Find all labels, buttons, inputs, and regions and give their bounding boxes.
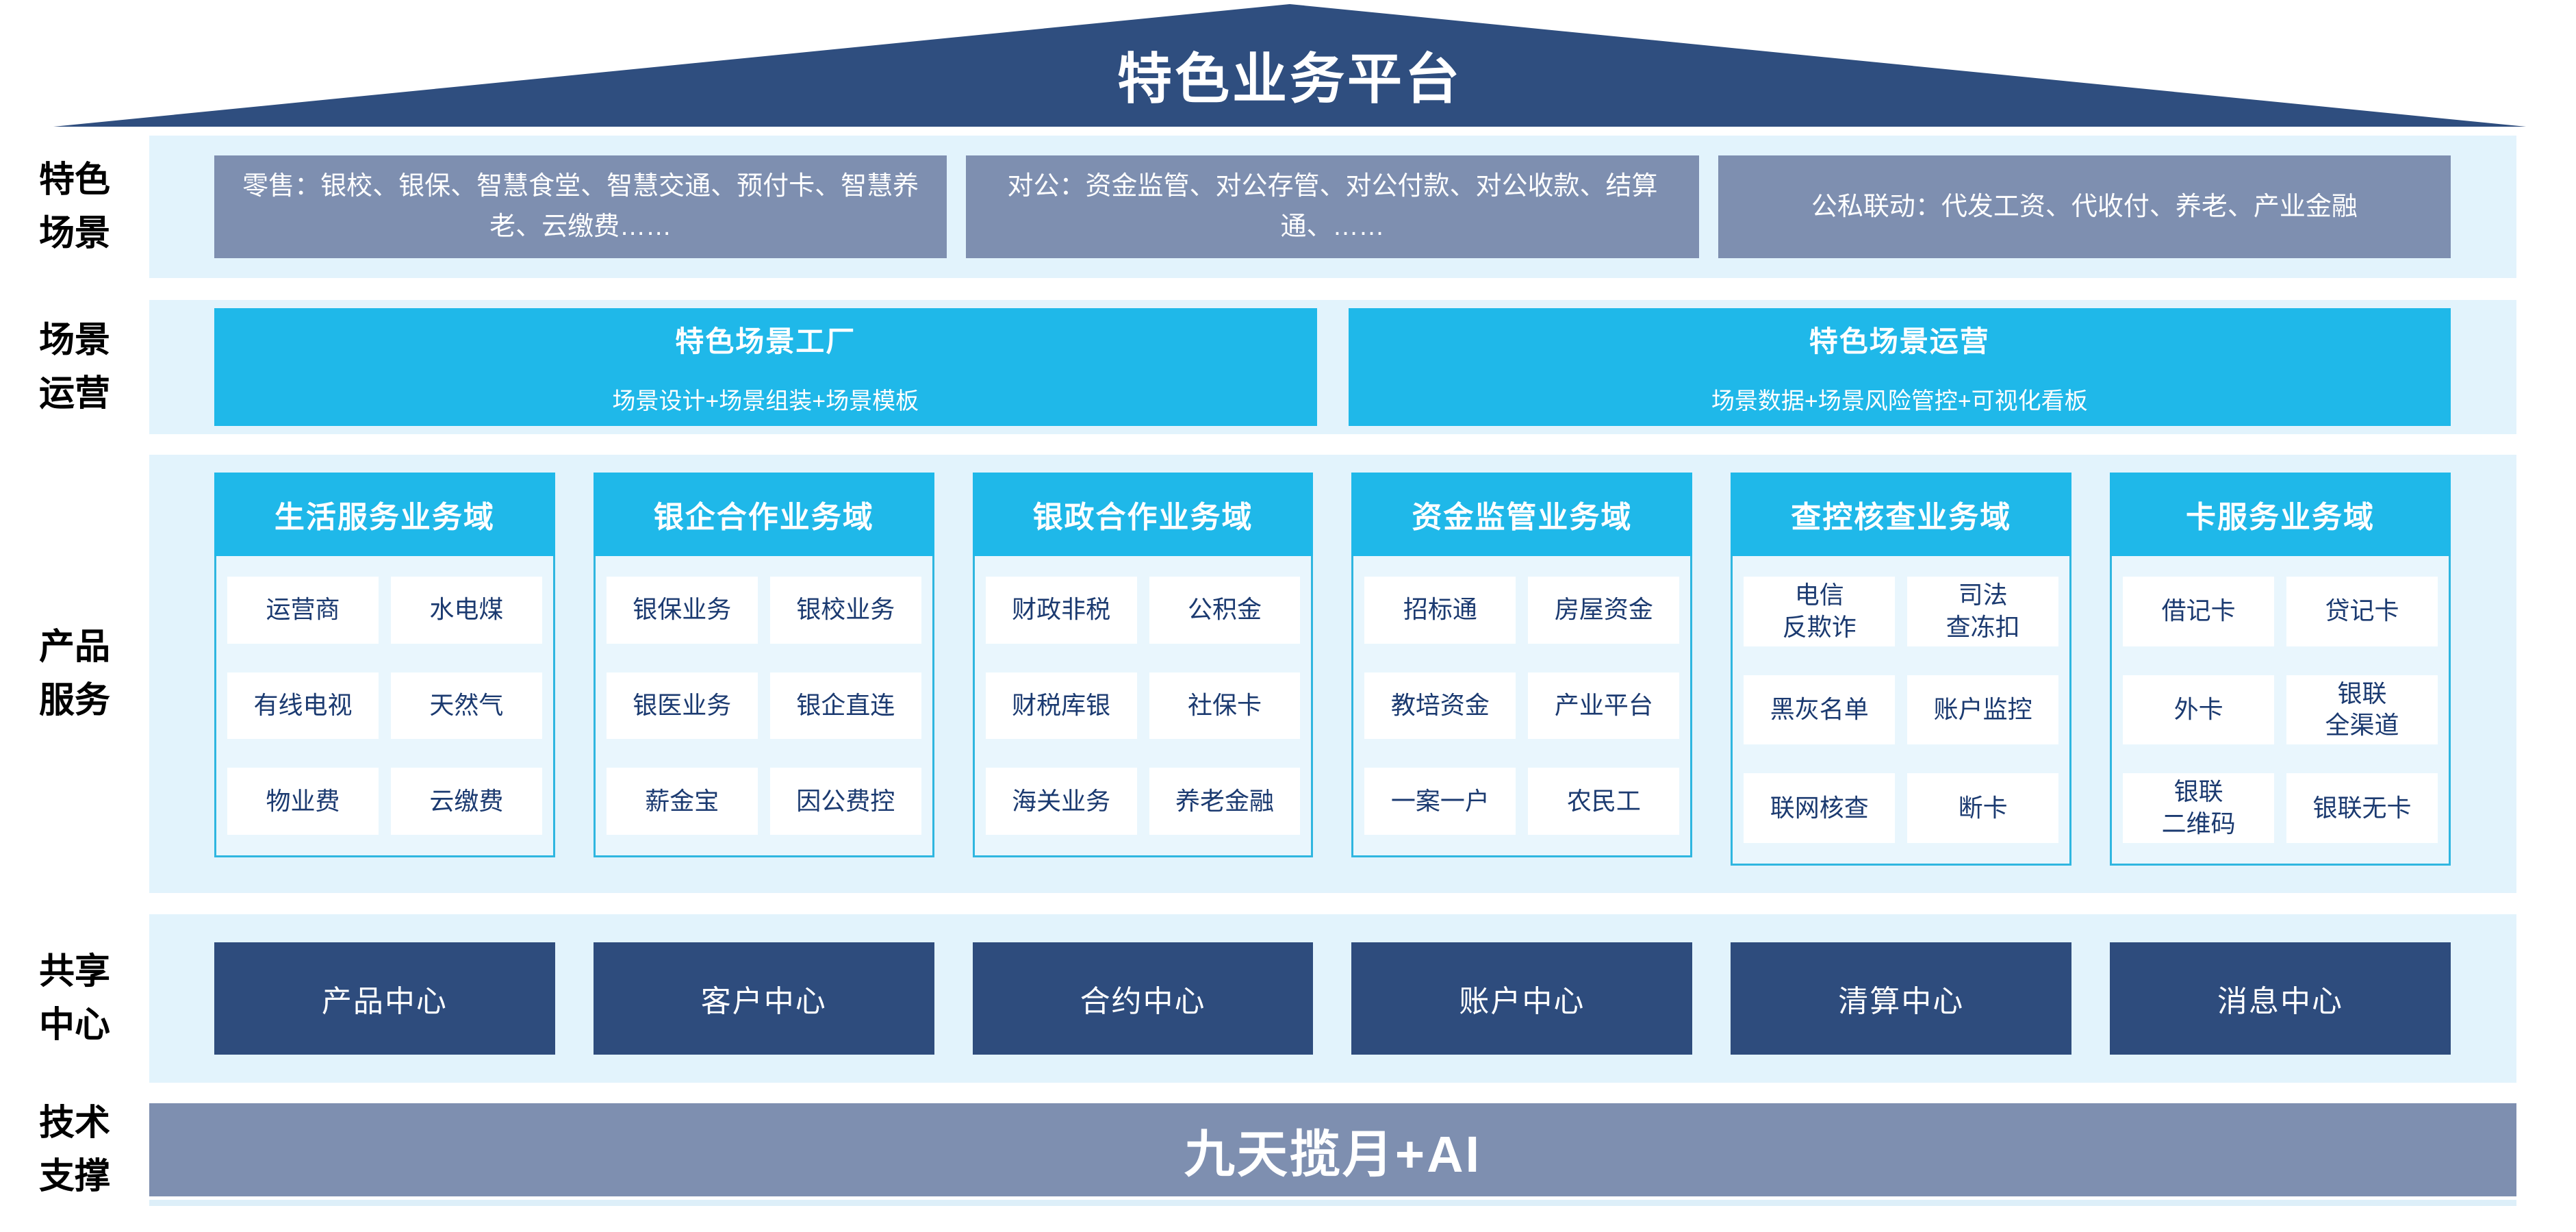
domain-cell: 海关业务 bbox=[985, 768, 1137, 835]
domain-cell: 银联 二维码 bbox=[2123, 773, 2275, 843]
domain-cell: 薪金宝 bbox=[606, 768, 758, 835]
tech-support-bar: 九天揽月+AI bbox=[149, 1103, 2516, 1196]
domain-cell: 电信 反欺诈 bbox=[1744, 577, 1896, 646]
roof-banner: 特色业务平台 bbox=[53, 4, 2526, 127]
row-label-tech: 技术 支撑 bbox=[38, 1103, 110, 1196]
row-label-products: 产品 服务 bbox=[38, 627, 110, 720]
domain-cell: 公积金 bbox=[1149, 577, 1301, 644]
domain-cell: 运营商 bbox=[227, 577, 379, 644]
row-label-shared: 共享 中心 bbox=[38, 952, 110, 1045]
scene-operation-box: 特色场景运营 场景数据+场景风险管控+可视化看板 bbox=[1348, 308, 2451, 426]
domain-body: 银保业务 银校业务 银医业务 银企直连 薪金宝 因公费控 bbox=[593, 556, 934, 857]
domain-body: 电信 反欺诈 司法 查冻扣 黑灰名单 账户监控 联网核查 断卡 bbox=[1731, 556, 2072, 866]
center-box-contract: 合约中心 bbox=[972, 942, 1314, 1055]
domain-cell: 养老金融 bbox=[1149, 768, 1301, 835]
domain-cell: 借记卡 bbox=[2123, 577, 2275, 646]
domain-cell: 黑灰名单 bbox=[1744, 675, 1896, 745]
domain-cell: 天然气 bbox=[390, 672, 542, 740]
domain-cell: 一案一户 bbox=[1364, 768, 1516, 835]
operation-band: 特色场景工厂 场景设计+场景组装+场景模板 特色场景运营 场景数据+场景风险管控… bbox=[149, 300, 2516, 434]
domain-cell: 有线电视 bbox=[227, 672, 379, 740]
scene-band: 零售：银校、银保、智慧食堂、智慧交通、预付卡、智慧养老、云缴费…… 对公：资金监… bbox=[149, 136, 2516, 278]
domain-header: 银企合作业务域 bbox=[593, 473, 934, 556]
scene-factory-subtitle: 场景设计+场景组装+场景模板 bbox=[612, 388, 919, 414]
domain-body: 运营商 水电煤 有线电视 天然气 物业费 云缴费 bbox=[214, 556, 555, 857]
shared-centers-band: 产品中心 客户中心 合约中心 账户中心 清算中心 消息中心 bbox=[149, 914, 2516, 1083]
domain-cell: 银企直连 bbox=[769, 672, 921, 740]
domain-column-bank-enterprise: 银企合作业务域 银保业务 银校业务 银医业务 银企直连 薪金宝 因公费控 bbox=[593, 473, 934, 857]
domain-cell: 因公费控 bbox=[769, 768, 921, 835]
scene-box-corporate: 对公：资金监管、对公存管、对公付款、对公收款、结算通、…… bbox=[966, 155, 1699, 258]
domain-header: 查控核查业务域 bbox=[1731, 473, 2072, 556]
scene-operation-title: 特色场景运营 bbox=[1809, 325, 1990, 357]
domain-body: 财政非税 公积金 财税库银 社保卡 海关业务 养老金融 bbox=[972, 556, 1314, 857]
domain-cell: 物业费 bbox=[227, 768, 379, 835]
row-label-operation: 场景 运营 bbox=[38, 320, 110, 414]
domain-header: 生活服务业务域 bbox=[214, 473, 555, 556]
domain-header: 卡服务业务域 bbox=[2110, 473, 2451, 556]
scene-factory-title: 特色场景工厂 bbox=[675, 325, 856, 357]
center-box-account: 账户中心 bbox=[1351, 942, 1693, 1055]
domain-cell: 房屋资金 bbox=[1528, 577, 1680, 644]
center-box-customer: 客户中心 bbox=[593, 942, 934, 1055]
domain-column-fund-supervision: 资金监管业务域 招标通 房屋资金 教培资金 产业平台 一案一户 农民工 bbox=[1351, 473, 1693, 857]
domain-column-inquiry-control: 查控核查业务域 电信 反欺诈 司法 查冻扣 黑灰名单 账户监控 联网核查 断卡 bbox=[1731, 473, 2072, 866]
domain-body: 招标通 房屋资金 教培资金 产业平台 一案一户 农民工 bbox=[1351, 556, 1693, 857]
scene-box-public-private: 公私联动：代发工资、代收付、养老、产业金融 bbox=[1718, 155, 2451, 258]
domain-cell: 社保卡 bbox=[1149, 672, 1301, 740]
domain-column-life-services: 生活服务业务域 运营商 水电煤 有线电视 天然气 物业费 云缴费 bbox=[214, 473, 555, 857]
domain-body: 借记卡 贷记卡 外卡 银联 全渠道 银联 二维码 银联无卡 bbox=[2110, 556, 2451, 866]
domain-cell: 财税库银 bbox=[985, 672, 1137, 740]
center-box-clearing: 清算中心 bbox=[1731, 942, 2072, 1055]
domain-cell: 教培资金 bbox=[1364, 672, 1516, 740]
scene-factory-box: 特色场景工厂 场景设计+场景组装+场景模板 bbox=[214, 308, 1317, 426]
center-box-product: 产品中心 bbox=[214, 942, 555, 1055]
domain-cell: 贷记卡 bbox=[2286, 577, 2438, 646]
products-band: 生活服务业务域 运营商 水电煤 有线电视 天然气 物业费 云缴费 银企合作业务域… bbox=[149, 455, 2516, 893]
domain-cell: 云缴费 bbox=[390, 768, 542, 835]
domain-cell: 银保业务 bbox=[606, 577, 758, 644]
domain-cell: 银校业务 bbox=[769, 577, 921, 644]
domain-cell: 联网核查 bbox=[1744, 773, 1896, 843]
domain-header: 资金监管业务域 bbox=[1351, 473, 1693, 556]
domain-cell: 招标通 bbox=[1364, 577, 1516, 644]
scene-box-retail: 零售：银校、银保、智慧食堂、智慧交通、预付卡、智慧养老、云缴费…… bbox=[214, 155, 947, 258]
bottom-accent-strip bbox=[149, 1200, 2516, 1206]
domain-cell: 银联 全渠道 bbox=[2286, 675, 2438, 745]
domain-cell: 农民工 bbox=[1528, 768, 1680, 835]
domain-cell: 产业平台 bbox=[1528, 672, 1680, 740]
domain-cell: 水电煤 bbox=[390, 577, 542, 644]
center-box-message: 消息中心 bbox=[2110, 942, 2451, 1055]
row-label-scene: 特色 场景 bbox=[38, 160, 110, 253]
scene-operation-subtitle: 场景数据+场景风险管控+可视化看板 bbox=[1711, 388, 2088, 414]
domain-cell: 外卡 bbox=[2123, 675, 2275, 745]
domain-cell: 断卡 bbox=[1907, 773, 2059, 843]
domain-header: 银政合作业务域 bbox=[972, 473, 1314, 556]
domain-column-card-services: 卡服务业务域 借记卡 贷记卡 外卡 银联 全渠道 银联 二维码 银联无卡 bbox=[2110, 473, 2451, 866]
domain-cell: 财政非税 bbox=[985, 577, 1137, 644]
page-title: 特色业务平台 bbox=[1117, 49, 1462, 110]
domain-cell: 司法 查冻扣 bbox=[1907, 577, 2059, 646]
domain-cell: 账户监控 bbox=[1907, 675, 2059, 745]
domain-column-bank-government: 银政合作业务域 财政非税 公积金 财税库银 社保卡 海关业务 养老金融 bbox=[972, 473, 1314, 857]
domain-cell: 银医业务 bbox=[606, 672, 758, 740]
domain-cell: 银联无卡 bbox=[2286, 773, 2438, 843]
